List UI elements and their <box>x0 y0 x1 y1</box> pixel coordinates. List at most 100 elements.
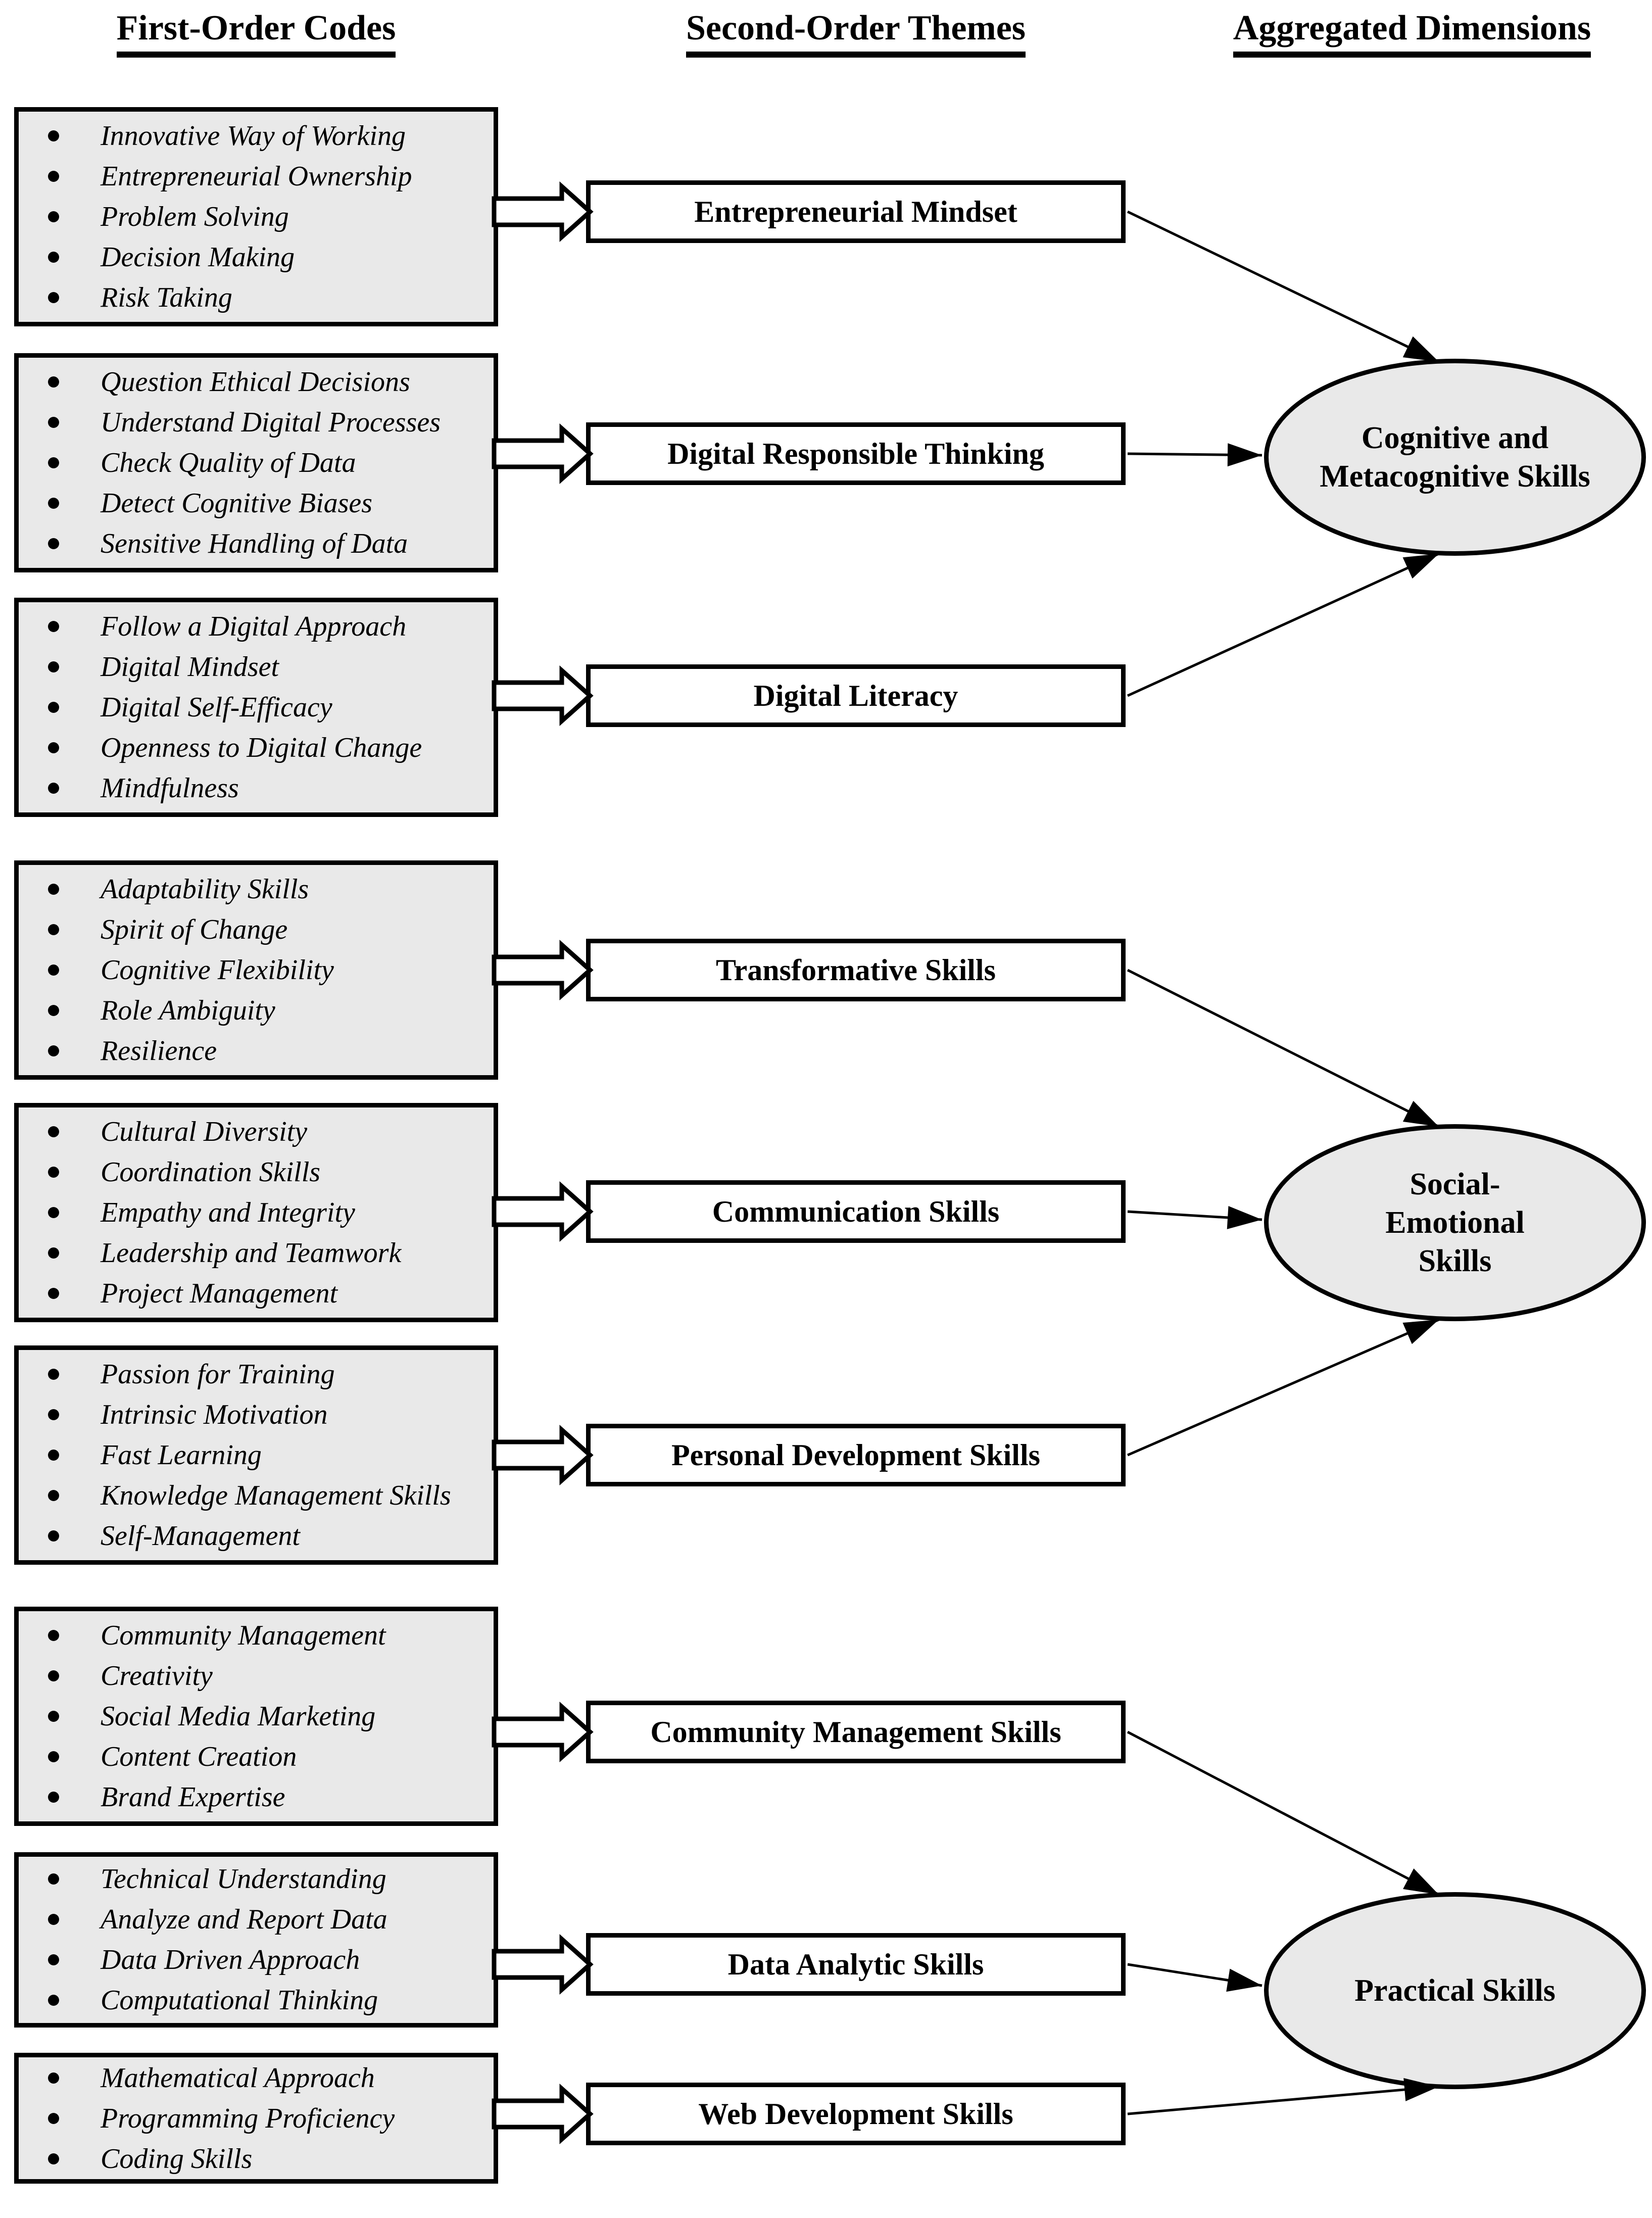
dimension-ellipse-practical: Practical Skills <box>1264 1892 1646 2089</box>
theme-box-digital-literacy: Digital Literacy <box>586 664 1126 727</box>
dimension-label: Practical Skills <box>1354 1973 1556 2008</box>
code-item: Openness to Digital Change <box>19 728 489 768</box>
column-header-first-order-codes: First-Order Codes <box>14 8 498 58</box>
theme-label: Data Analytic Skills <box>727 1947 984 1981</box>
code-item: Empathy and Integrity <box>19 1192 489 1233</box>
code-item: Passion for Training <box>19 1354 489 1394</box>
block-arrow-digital-responsible-thinking <box>492 423 594 485</box>
code-item: Analyze and Report Data <box>19 1899 489 1940</box>
block-arrow-digital-literacy <box>492 665 594 727</box>
code-item: Check Quality of Data <box>19 443 489 483</box>
column-header-label: Second-Order Themes <box>686 8 1026 58</box>
code-item: Creativity <box>19 1656 489 1696</box>
code-item: Community Management <box>19 1615 489 1656</box>
dimension-label: Social-Emotional Skills <box>1385 1167 1525 1278</box>
column-header-second-order-themes: Second-Order Themes <box>586 8 1126 58</box>
theme-label: Web Development Skills <box>698 2097 1013 2131</box>
column-header-label: Aggregated Dimensions <box>1233 8 1591 58</box>
code-item: Understand Digital Processes <box>19 402 489 443</box>
code-item: Digital Self-Efficacy <box>19 687 489 728</box>
connector-community-management-to-practical <box>1127 1730 1440 1896</box>
theme-label: Communication Skills <box>712 1194 1000 1228</box>
block-arrow-entrepreneurial-mindset <box>492 181 594 243</box>
code-list: Question Ethical Decisions Understand Di… <box>19 358 494 564</box>
code-item: Content Creation <box>19 1737 489 1777</box>
code-item: Problem Solving <box>19 197 489 237</box>
code-item: Fast Learning <box>19 1435 489 1475</box>
theme-box-personal-development-skills: Personal Development Skills <box>586 1424 1126 1486</box>
code-box-digital-responsible-thinking: Question Ethical Decisions Understand Di… <box>14 353 498 572</box>
code-box-entrepreneurial-mindset: Innovative Way of Working Entrepreneuria… <box>14 107 498 326</box>
block-arrow-personal-development-skills <box>492 1424 594 1486</box>
code-item: Spirit of Change <box>19 909 489 950</box>
block-arrow-transformative-skills <box>492 939 594 1001</box>
code-box-personal-development-skills: Passion for Training Intrinsic Motivatio… <box>14 1345 498 1565</box>
code-item: Risk Taking <box>19 277 489 318</box>
connector-data-analytic-to-practical <box>1127 1963 1262 1992</box>
code-item: Entrepreneurial Ownership <box>19 156 489 197</box>
code-item: Mindfulness <box>19 768 489 808</box>
block-arrow-community-management-skills <box>492 1701 594 1763</box>
code-item: Detect Cognitive Biases <box>19 483 489 523</box>
theme-box-community-management-skills: Community Management Skills <box>586 1701 1126 1763</box>
connector-communication-to-social <box>1127 1206 1262 1229</box>
code-list: Community Management Creativity Social M… <box>19 1611 494 1817</box>
code-box-transformative-skills: Adaptability Skills Spirit of Change Cog… <box>14 860 498 1080</box>
dimension-ellipse-social-emotional: Social-Emotional Skills <box>1264 1124 1646 1321</box>
code-item: Cognitive Flexibility <box>19 950 489 990</box>
code-item: Question Ethical Decisions <box>19 362 489 402</box>
code-item: Innovative Way of Working <box>19 116 489 156</box>
theme-label: Digital Literacy <box>753 679 958 712</box>
code-box-communication-skills: Cultural Diversity Coordination Skills E… <box>14 1103 498 1322</box>
theme-label: Personal Development Skills <box>671 1438 1040 1472</box>
code-list: Cultural Diversity Coordination Skills E… <box>19 1107 494 1314</box>
dimension-label: Cognitive and Metacognitive Skills <box>1320 421 1590 494</box>
code-item: Intrinsic Motivation <box>19 1394 489 1435</box>
code-item: Cultural Diversity <box>19 1112 489 1152</box>
block-arrow-data-analytic-skills <box>492 1934 594 1995</box>
block-arrow-web-development-skills <box>492 2083 594 2145</box>
connector-digital-literacy-to-cognitive <box>1127 552 1440 697</box>
code-item: Follow a Digital Approach <box>19 606 489 647</box>
theme-box-communication-skills: Communication Skills <box>586 1180 1126 1243</box>
code-box-community-management-skills: Community Management Creativity Social M… <box>14 1607 498 1826</box>
code-item: Sensitive Handling of Data <box>19 523 489 564</box>
code-item: Social Media Marketing <box>19 1696 489 1737</box>
code-item: Decision Making <box>19 237 489 277</box>
theme-box-transformative-skills: Transformative Skills <box>586 939 1126 1001</box>
code-list: Passion for Training Intrinsic Motivatio… <box>19 1350 494 1556</box>
code-item: Knowledge Management Skills <box>19 1475 489 1516</box>
code-list: Adaptability Skills Spirit of Change Cog… <box>19 865 494 1071</box>
code-item: Computational Thinking <box>19 1980 489 2020</box>
code-box-web-development-skills: Mathematical Approach Programming Profic… <box>14 2053 498 2184</box>
code-list: Innovative Way of Working Entrepreneuria… <box>19 112 494 318</box>
connector-digital-responsible-to-cognitive <box>1127 443 1262 467</box>
code-item: Coordination Skills <box>19 1152 489 1192</box>
connector-personal-development-to-social <box>1127 1318 1439 1457</box>
connector-web-development-to-practical <box>1127 2078 1439 2115</box>
theme-label: Entrepreneurial Mindset <box>694 195 1017 228</box>
code-list: Follow a Digital Approach Digital Mindse… <box>19 602 494 808</box>
connector-entrepreneurial-to-cognitive <box>1127 210 1440 363</box>
theme-box-data-analytic-skills: Data Analytic Skills <box>586 1933 1126 1996</box>
dimension-ellipse-cognitive-metacognitive: Cognitive and Metacognitive Skills <box>1264 359 1646 556</box>
code-item: Programming Proficiency <box>19 2098 489 2139</box>
theme-box-entrepreneurial-mindset: Entrepreneurial Mindset <box>586 180 1126 243</box>
code-item: Data Driven Approach <box>19 1940 489 1980</box>
block-arrow-communication-skills <box>492 1181 594 1242</box>
code-item: Role Ambiguity <box>19 990 489 1031</box>
code-item: Resilience <box>19 1031 489 1071</box>
column-header-aggregated-dimensions: Aggregated Dimensions <box>1207 8 1617 58</box>
code-item: Adaptability Skills <box>19 869 489 909</box>
column-header-label: First-Order Codes <box>116 8 396 58</box>
code-item: Leadership and Teamwork <box>19 1233 489 1273</box>
theme-label: Transformative Skills <box>716 953 996 987</box>
code-item: Technical Understanding <box>19 1859 489 1899</box>
theme-label: Community Management Skills <box>650 1715 1061 1749</box>
code-item: Self-Management <box>19 1516 489 1556</box>
code-item: Brand Expertise <box>19 1777 489 1817</box>
code-list: Mathematical Approach Programming Profic… <box>19 2057 494 2179</box>
connector-transformative-to-social <box>1127 969 1440 1128</box>
code-box-data-analytic-skills: Technical Understanding Analyze and Repo… <box>14 1852 498 2028</box>
